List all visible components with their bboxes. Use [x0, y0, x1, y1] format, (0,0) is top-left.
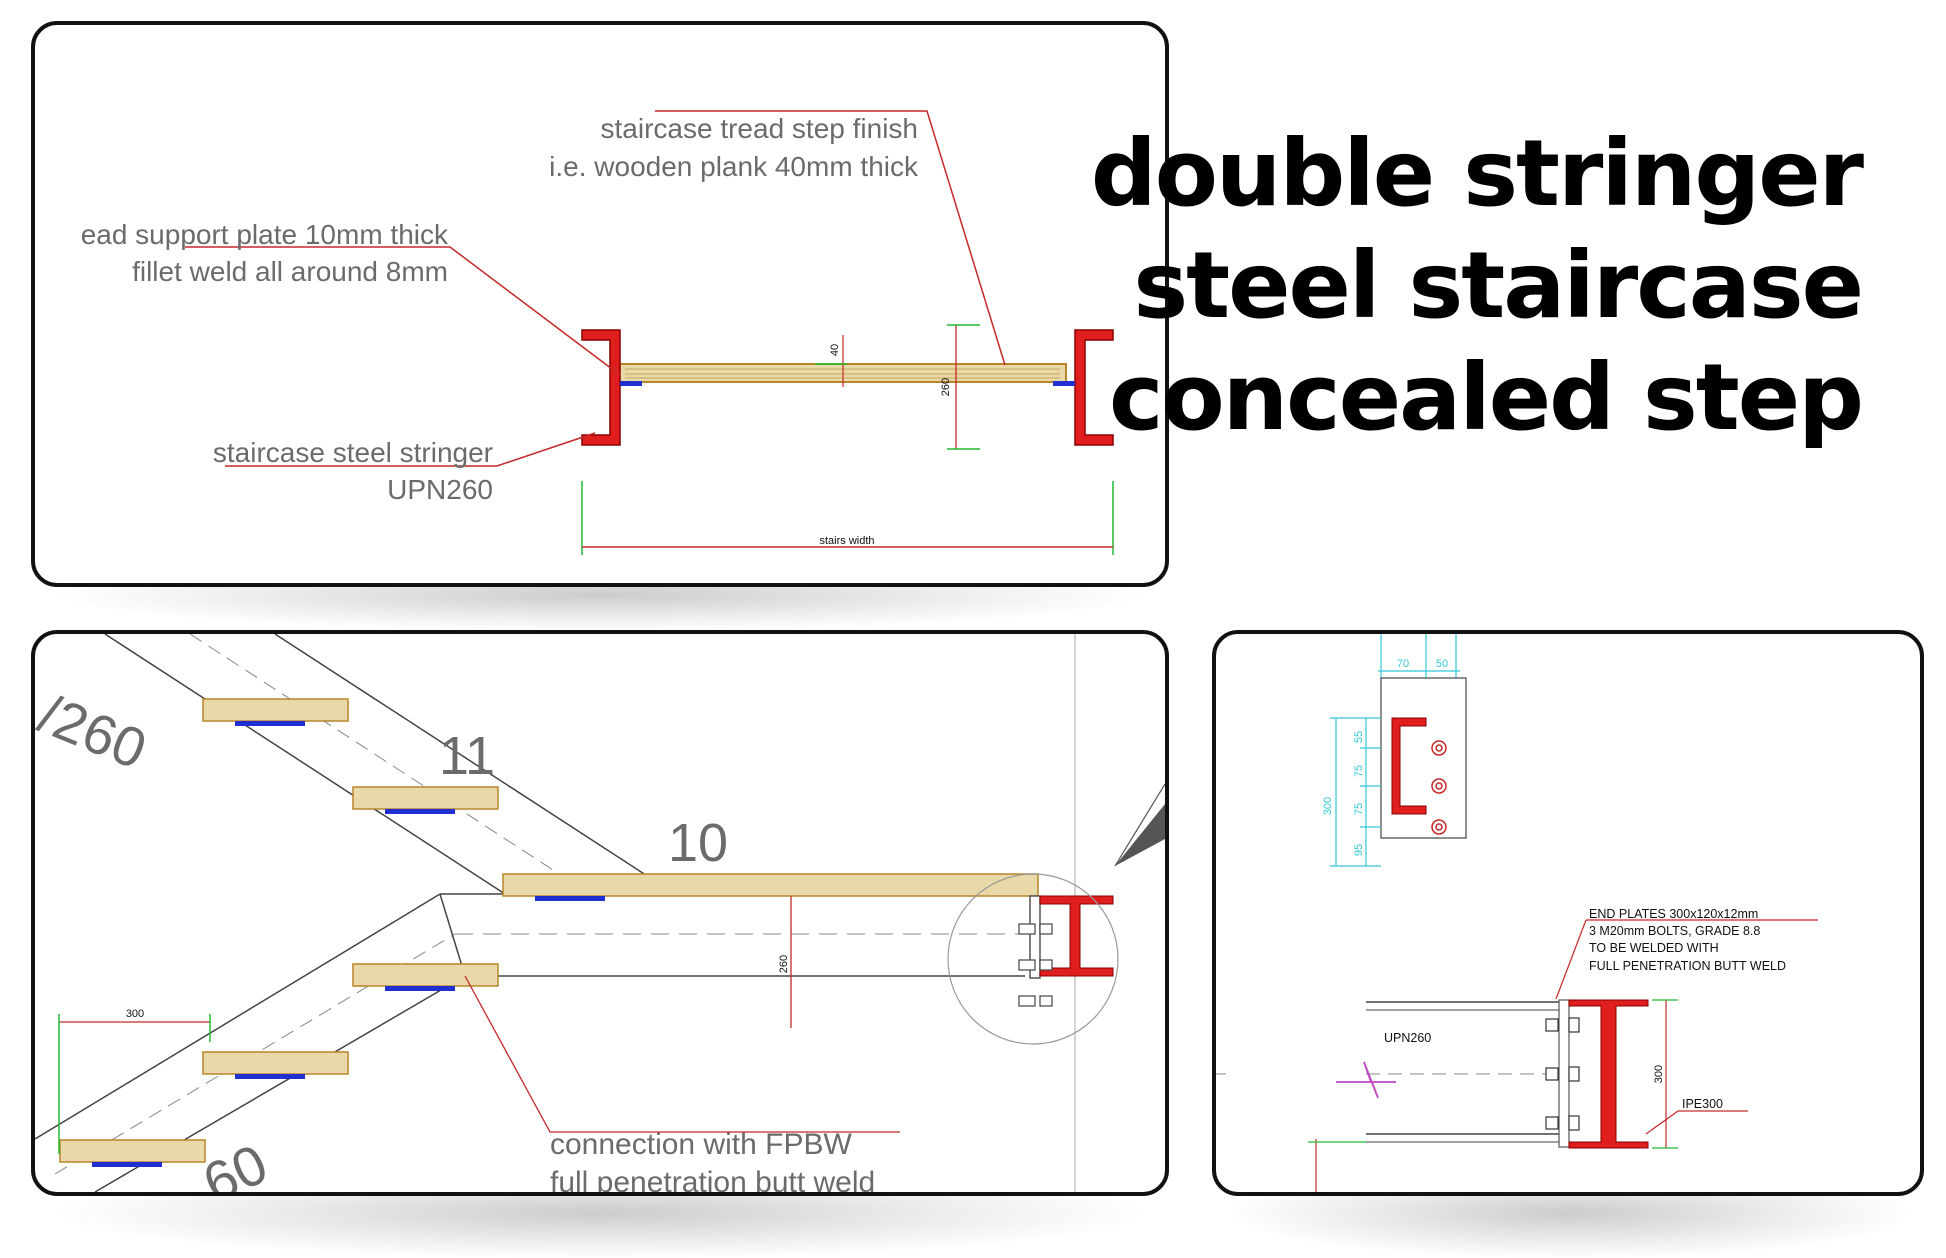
support-plate-label-1: ead support plate 10mm thick — [81, 219, 449, 250]
support-plate-right — [1053, 381, 1075, 386]
connection-label-2: full penetration butt weld — [550, 1166, 875, 1192]
tread-finish-label-2: i.e. wooden plank 40mm thick — [549, 151, 919, 182]
cross-section-drawing: 40 260 stairs width staircase tread step… — [81, 110, 1114, 555]
note-line-2: 3 M20mm BOLTS, GRADE 8.8 — [1589, 924, 1760, 938]
cross-section-panel: 40 260 stairs width staircase tread step… — [31, 21, 1169, 587]
note-line-3: TO BE WELDED WITH — [1589, 941, 1719, 955]
upn-label: /260 — [35, 682, 155, 781]
side-elevation-panel: 260 300 /260 11 10 connection with FPBW … — [31, 630, 1169, 1196]
dim-40: 40 — [829, 344, 841, 356]
callout-arrow — [1115, 804, 1165, 866]
support-plate-left — [620, 381, 642, 386]
end-plate — [1558, 999, 1570, 1148]
left-stringer-channel — [581, 329, 621, 446]
partial-label: 60 — [193, 1131, 276, 1192]
plate-leader — [185, 246, 621, 376]
bolt-holes — [1431, 740, 1447, 835]
note-line-1: END PLATES 300x120x12mm — [1589, 907, 1758, 921]
dim-300: 300 — [126, 1008, 144, 1020]
step-number-11: 11 — [439, 726, 495, 786]
right-stringer-channel — [1074, 329, 1114, 446]
connection-leader — [464, 975, 900, 1133]
stringer-label-2: UPN260 — [387, 474, 493, 505]
connection-detail-drawing: 70 50 300 55 75 75 95 END PLATES 300x120… — [1216, 634, 1818, 1192]
break-line — [1336, 1061, 1396, 1099]
channel-section — [1391, 717, 1427, 815]
stringer-leader — [225, 432, 596, 467]
dim-260: 260 — [940, 378, 952, 396]
dim-95: 95 — [1353, 844, 1365, 856]
dim-260: 260 — [778, 955, 790, 973]
dim-75b: 75 — [1353, 803, 1365, 815]
ipe-beam-elevation — [1568, 999, 1649, 1149]
dim-300: 300 — [1653, 1065, 1665, 1083]
stairs-width-label: stairs width — [819, 535, 874, 547]
ipe-label: IPE300 — [1682, 1097, 1723, 1111]
bolts — [1018, 923, 1053, 1007]
note-line-4: FULL PENETRATION BUTT WELD — [1589, 959, 1786, 973]
end-plate — [1029, 895, 1041, 979]
upn-label: UPN260 — [1384, 1031, 1431, 1045]
detail-callout-circle — [947, 873, 1119, 1045]
tread-leader — [655, 110, 1006, 366]
page-title: double stringer steel staircase conceale… — [1090, 118, 1864, 454]
wooden-tread — [617, 363, 1067, 383]
connection-detail-panel: 70 50 300 55 75 75 95 END PLATES 300x120… — [1212, 630, 1924, 1196]
dim-50: 50 — [1436, 658, 1448, 670]
ipe-beam-section — [1039, 895, 1114, 977]
title-line-3: concealed step — [1108, 344, 1864, 451]
connection-label-1: connection with FPBW — [550, 1128, 852, 1161]
support-plate-label-2: fillet weld all around 8mm — [132, 256, 448, 287]
title-line-2: steel staircase — [1133, 232, 1864, 339]
dim-70: 70 — [1397, 658, 1409, 670]
bolts — [1545, 1017, 1580, 1131]
dim-75a: 75 — [1353, 765, 1365, 777]
dim-300-vertical: 300 — [1322, 797, 1334, 815]
tread-group — [59, 698, 1039, 1167]
dim-55: 55 — [1353, 731, 1365, 743]
tread-finish-label-1: staircase tread step finish — [601, 113, 919, 144]
side-elevation-drawing: 260 300 /260 11 10 connection with FPBW … — [35, 634, 1165, 1192]
stringer-label-1: staircase steel stringer — [213, 437, 493, 468]
step-number-10: 10 — [668, 813, 728, 873]
title-line-1: double stringer — [1090, 120, 1864, 227]
